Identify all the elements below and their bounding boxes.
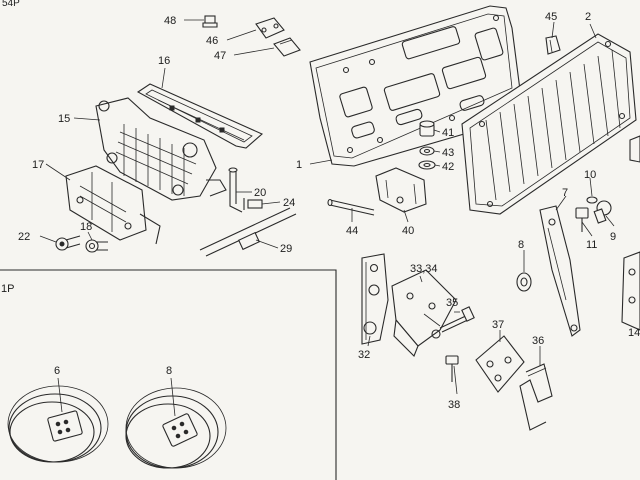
edge-fragment — [629, 135, 640, 163]
latch-plate-part-32 — [361, 253, 389, 345]
washer-part-42 — [418, 160, 436, 170]
part-labels: 1 2 45 16 15 17 22 18 48 46 47 20 24 29 … — [18, 11, 640, 411]
corner-label: 54P — [2, 0, 20, 9]
spring-part-36 — [519, 363, 553, 431]
label-11: 11 — [586, 239, 597, 251]
label-7: 7 — [562, 187, 568, 199]
hinge-part-40 — [375, 167, 427, 213]
screw-part-48 — [202, 15, 218, 28]
plate-part-46 — [255, 17, 285, 39]
pin-part-44 — [327, 198, 375, 216]
label-18: 18 — [80, 221, 92, 233]
label-43: 43 — [442, 147, 454, 159]
bolt-part-24 — [243, 198, 263, 210]
mechanism-part-15 — [95, 97, 227, 201]
striker-part-37 — [475, 335, 525, 393]
label-8: 8 — [518, 239, 524, 251]
gasket-frame-part-16 — [136, 83, 264, 149]
washer-part-43 — [419, 146, 435, 156]
label-10: 10 — [584, 169, 596, 181]
label-35: 35 — [446, 297, 458, 309]
wire-harness-6 — [7, 385, 109, 463]
label-48: 48 — [164, 15, 176, 27]
label-9: 9 — [610, 231, 616, 243]
label-38: 38 — [448, 399, 460, 411]
label-41: 41 — [442, 127, 454, 139]
label-45: 45 — [545, 11, 557, 23]
roller-part-8 — [516, 272, 532, 292]
label-37: 37 — [492, 319, 504, 331]
bracket-part-14 — [621, 251, 640, 331]
latch-body-part-33-34 — [391, 269, 457, 357]
label-17: 17 — [32, 159, 44, 171]
label-40: 40 — [402, 225, 414, 237]
label-8-inset: 8 — [166, 365, 172, 377]
label-44: 44 — [346, 225, 358, 237]
label-14: 14 — [628, 327, 640, 339]
label-29: 29 — [280, 243, 292, 255]
washer-part-10 — [586, 196, 598, 204]
wire-harness-8-inset — [125, 387, 227, 469]
bracket-part-17 — [65, 165, 161, 245]
leader-lines — [39, 19, 615, 417]
screw-part-35 — [439, 306, 475, 333]
knob-part-41 — [419, 120, 435, 137]
plate-part-47 — [273, 37, 301, 57]
label-15: 15 — [58, 113, 70, 125]
bolt-part-9 — [593, 200, 612, 224]
nut-part-11 — [575, 207, 589, 232]
label-47: 47 — [214, 50, 226, 62]
label-2: 2 — [585, 11, 591, 23]
clip-part-45 — [545, 35, 561, 55]
screw-part-38 — [445, 355, 459, 382]
label-22: 22 — [18, 231, 30, 243]
lever-part-7 — [539, 205, 581, 337]
label-36: 36 — [532, 335, 544, 347]
label-42: 42 — [442, 161, 454, 173]
label-20: 20 — [254, 187, 266, 199]
fastener-part-18 — [85, 239, 108, 253]
label-33-34: 33,34 — [410, 263, 438, 275]
rod-part-20 — [228, 167, 243, 213]
label-1: 1 — [296, 159, 302, 171]
label-24: 24 — [283, 197, 295, 209]
wire-part-29 — [199, 207, 297, 257]
inset-box-1p: 1P — [0, 269, 337, 480]
label-16: 16 — [158, 55, 170, 67]
label-6: 6 — [54, 365, 60, 377]
label-46: 46 — [206, 35, 218, 47]
label-32: 32 — [358, 349, 370, 361]
inset-label: 1P — [1, 283, 14, 295]
fastener-part-22 — [55, 235, 81, 251]
ribbed-plate-part-2 — [461, 33, 637, 215]
